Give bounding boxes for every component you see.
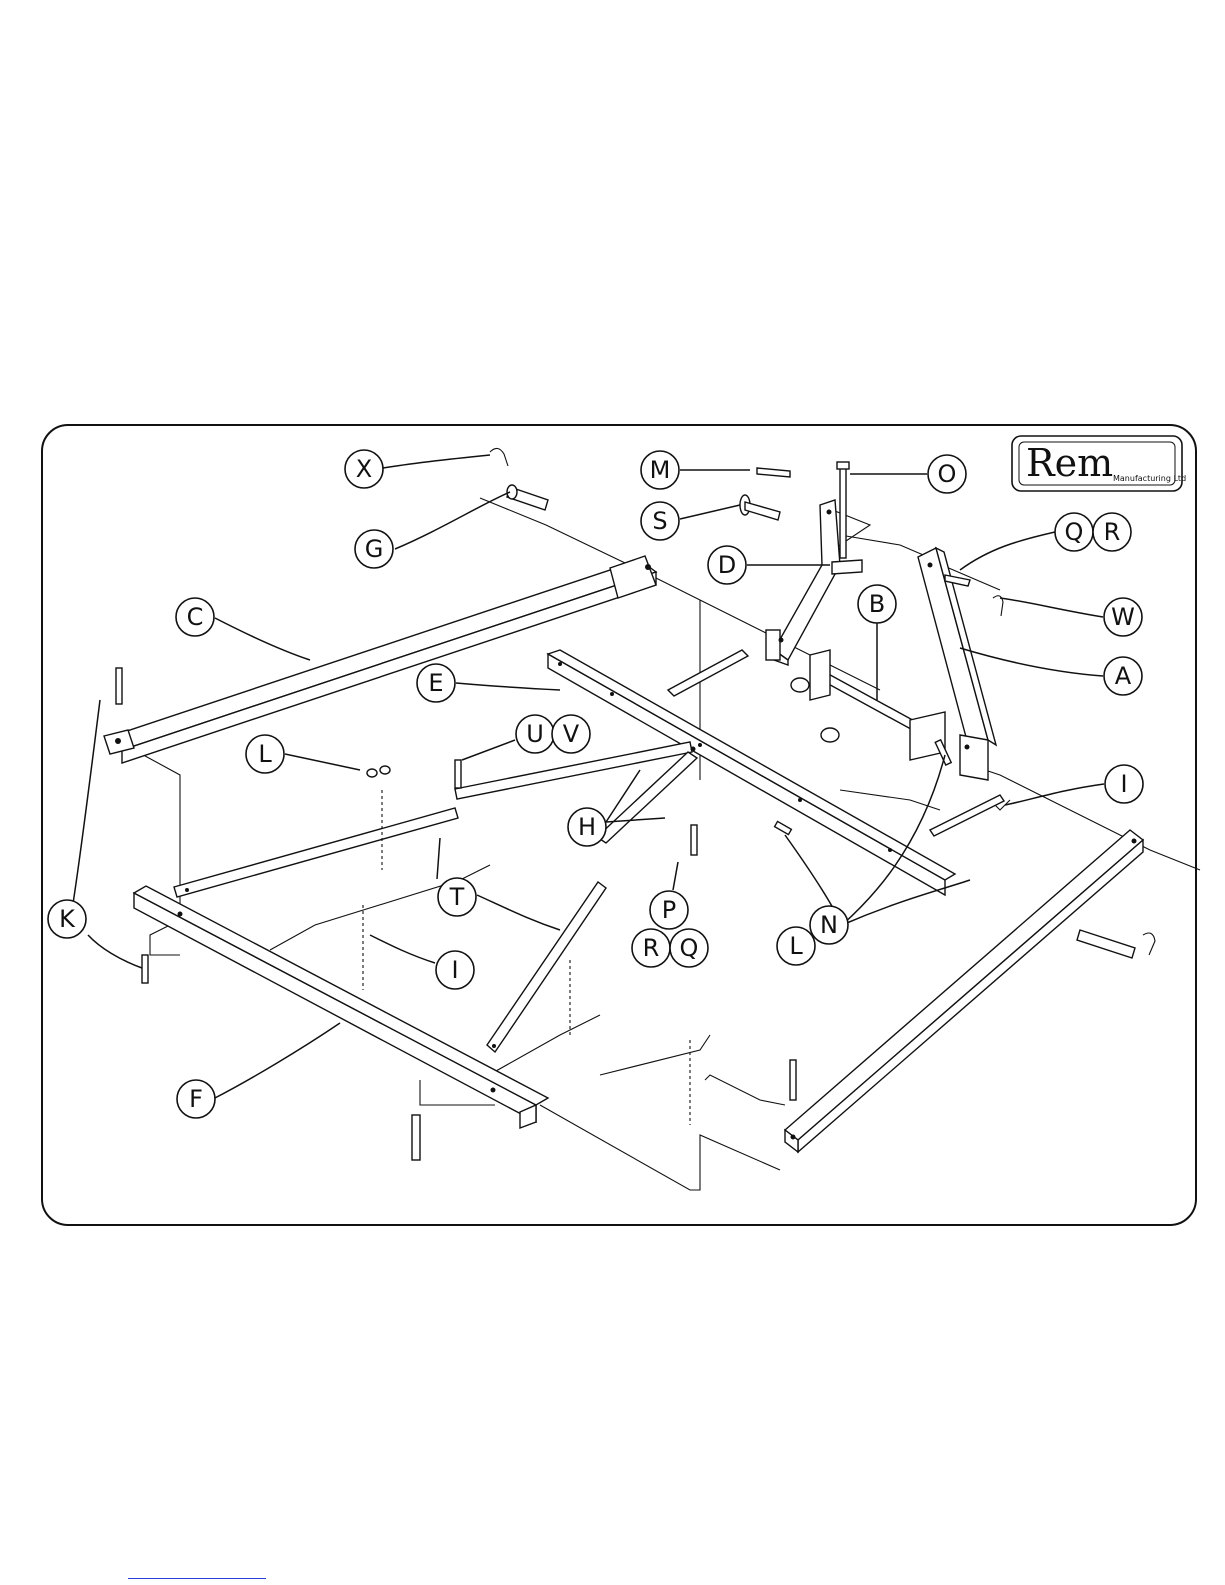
callout-l-lower: L — [777, 927, 815, 965]
callout-c-label: C — [187, 603, 204, 631]
callout-f: F — [177, 1080, 215, 1118]
callout-q-bottom: Q — [670, 929, 708, 967]
callout-s-label: S — [652, 507, 667, 535]
callout-e-label: E — [428, 669, 443, 697]
callout-k-label: K — [59, 905, 76, 933]
callout-m-label: M — [650, 456, 671, 484]
callout-i-upper-label: I — [1120, 770, 1127, 798]
callout-p: P — [650, 891, 688, 929]
callout-i-lower-label: I — [451, 956, 458, 984]
callout-t: T — [438, 878, 476, 916]
callout-s: S — [641, 502, 679, 540]
callout-h-label: H — [578, 813, 596, 841]
callout-i-lower: I — [436, 951, 474, 989]
callout-a: A — [1104, 657, 1142, 695]
callout-q-top: Q — [1055, 513, 1093, 551]
callout-q-top-label: Q — [1065, 518, 1084, 546]
part-right-tube — [785, 830, 1143, 1152]
callout-u: U — [516, 715, 554, 753]
callout-o: O — [928, 455, 966, 493]
construction-lines — [125, 498, 1200, 1190]
callout-h: H — [568, 808, 606, 846]
callout-p-label: P — [662, 896, 676, 924]
callout-k: K — [48, 900, 86, 938]
part-e-angle-bar — [548, 650, 955, 895]
callout-q-bottom-label: Q — [680, 934, 699, 962]
callout-r-bottom: R — [632, 929, 670, 967]
footer-link-underline[interactable] — [128, 1578, 266, 1579]
part-d-upright — [766, 500, 862, 665]
callout-r-top-label: R — [1104, 518, 1121, 546]
callout-l-upper-label: L — [258, 740, 272, 768]
callout-i-upper: I — [1105, 765, 1143, 803]
callout-e: E — [417, 664, 455, 702]
callout-o-label: O — [938, 460, 957, 488]
callout-l-lower-label: L — [789, 932, 803, 960]
callout-f-label: F — [189, 1085, 203, 1113]
callout-a-label: A — [1115, 662, 1132, 690]
callout-l-upper: L — [246, 735, 284, 773]
callout-v-label: V — [563, 720, 580, 748]
callout-x-label: X — [356, 455, 372, 483]
callout-b-label: B — [869, 590, 885, 618]
part-b-cross-bar — [791, 650, 945, 760]
callout-w: W — [1104, 598, 1142, 636]
callout-c: C — [176, 598, 214, 636]
logo-brand-text: Rem — [1026, 441, 1113, 485]
callout-r-bottom-label: R — [643, 934, 660, 962]
callout-x: X — [345, 450, 383, 488]
callout-g-label: G — [365, 535, 384, 563]
callout-t-label: T — [449, 883, 465, 911]
callout-n: N — [810, 906, 848, 944]
callout-w-label: W — [1111, 603, 1135, 631]
callout-b: B — [858, 585, 896, 623]
callout-d: D — [708, 546, 746, 584]
callout-n-label: N — [820, 911, 838, 939]
brand-logo: Rem Manufacturing Ltd — [1012, 436, 1186, 491]
callout-v: V — [552, 715, 590, 753]
callout-m: M — [641, 451, 679, 489]
callout-g: G — [355, 530, 393, 568]
logo-subtitle-text: Manufacturing Ltd — [1113, 474, 1186, 483]
callout-r-top: R — [1093, 513, 1131, 551]
callout-d-label: D — [718, 551, 736, 579]
callout-u-label: U — [526, 720, 544, 748]
